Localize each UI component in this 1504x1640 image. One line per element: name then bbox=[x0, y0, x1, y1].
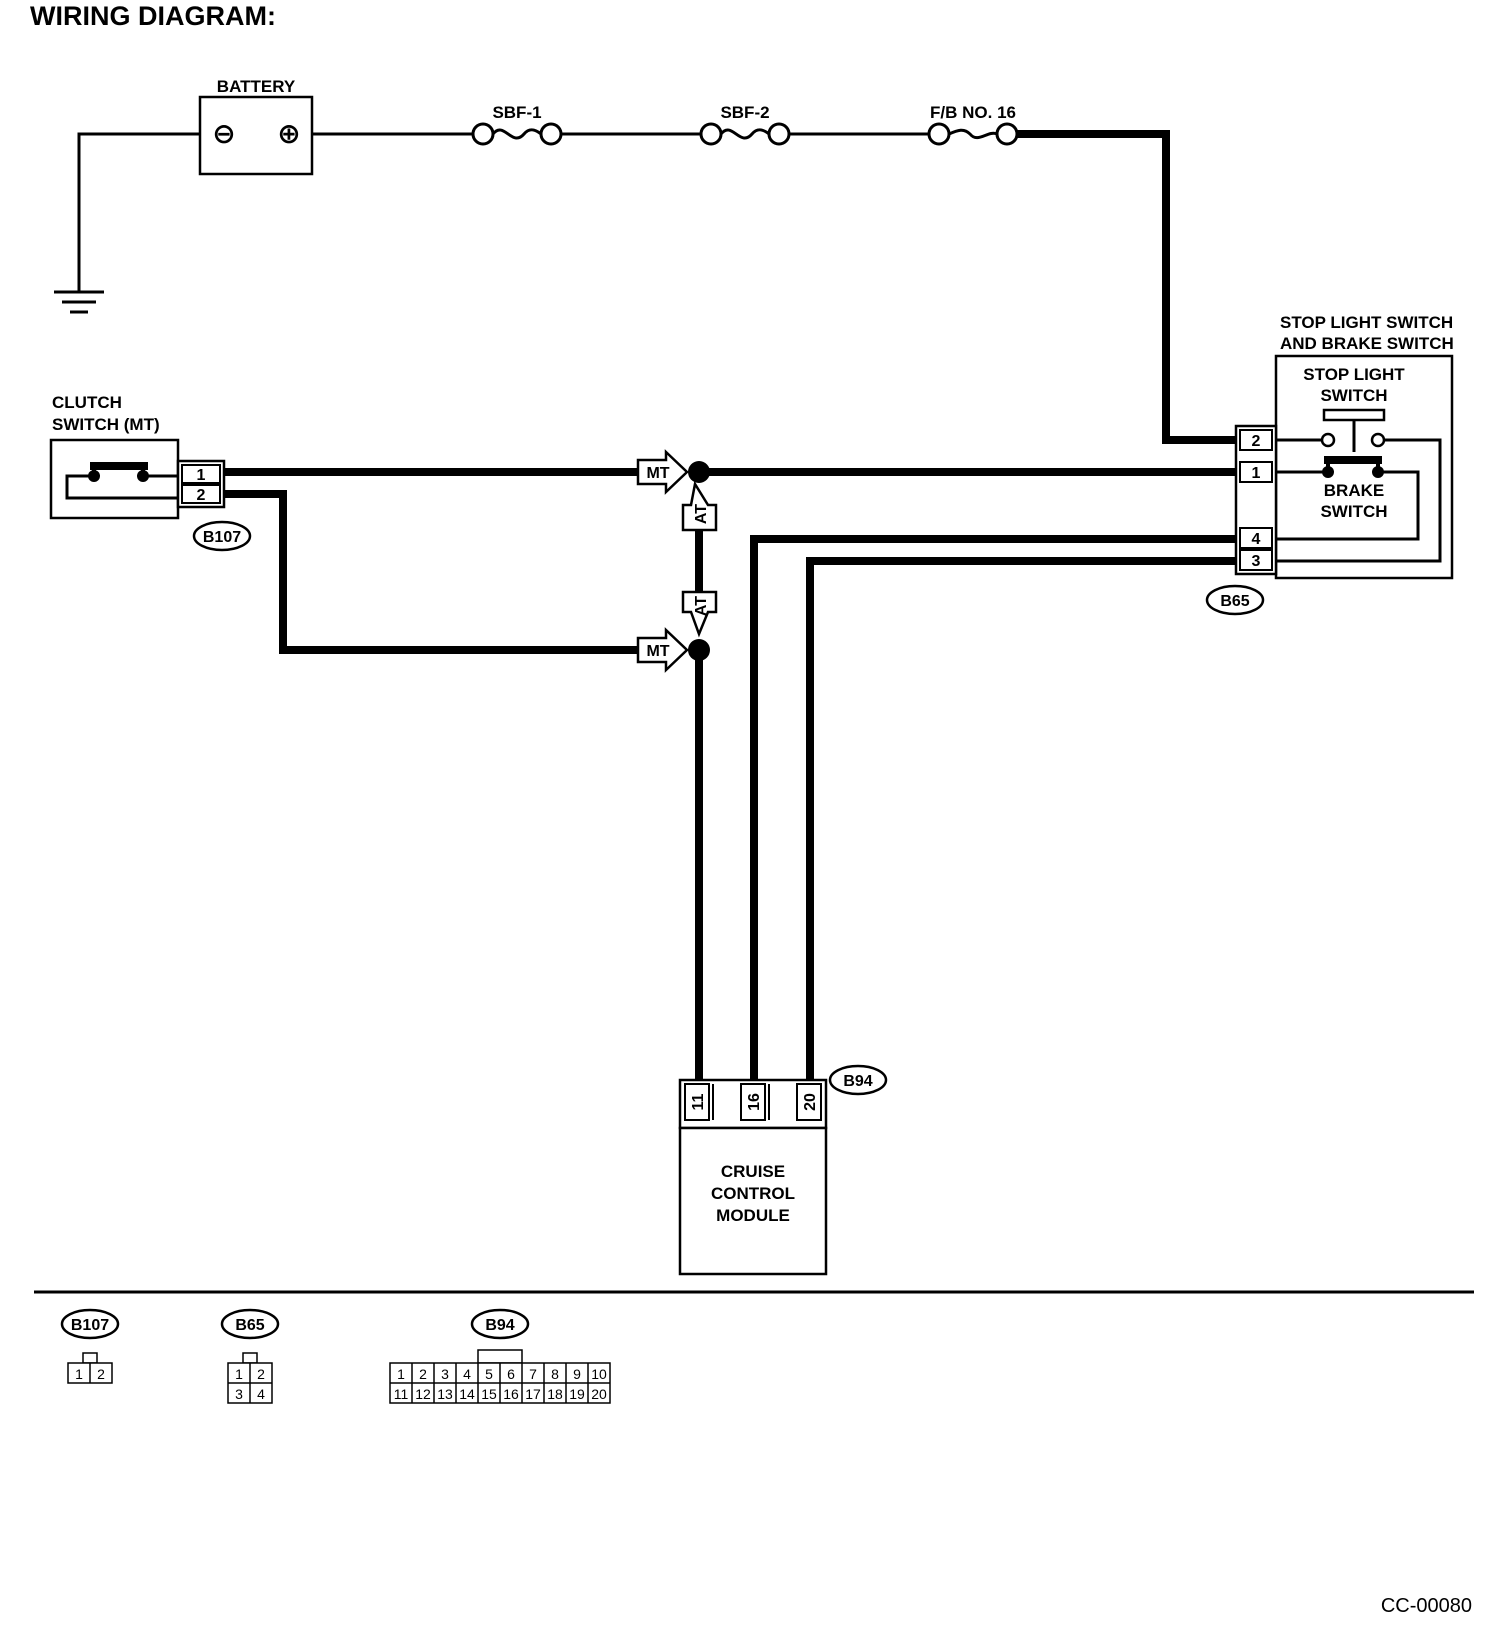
page-title: WIRING DIAGRAM: bbox=[30, 1, 276, 31]
legend-b94-pin: 13 bbox=[437, 1386, 453, 1402]
brake-switch-label-line1: BRAKE bbox=[1324, 481, 1384, 500]
mt-label-lower: MT bbox=[646, 643, 669, 660]
module-label-line2: CONTROL bbox=[711, 1184, 795, 1203]
legend-b94-pin: 16 bbox=[503, 1386, 519, 1402]
legend-b94-pin: 11 bbox=[394, 1386, 409, 1402]
fuse-sbf1: SBF-1 bbox=[471, 103, 563, 146]
legend-b94-pin: 3 bbox=[441, 1366, 449, 1382]
fuse-fb16: F/B NO. 16 bbox=[927, 103, 1019, 146]
b65-pin2: 2 bbox=[1252, 433, 1261, 450]
legend-b65-pin2: 2 bbox=[257, 1366, 265, 1382]
b107-connector-label: B107 bbox=[203, 529, 241, 546]
mt-label-upper: MT bbox=[646, 465, 669, 482]
legend-b94-pin: 15 bbox=[481, 1386, 497, 1402]
legend-b107-pin1: 1 bbox=[75, 1366, 83, 1382]
wire-b107-pin2-mt bbox=[224, 490, 640, 654]
variant-at-lower: AT bbox=[681, 590, 718, 638]
wire-fuse-to-b65-pin2 bbox=[1017, 130, 1240, 444]
legend-b65: B65 1 2 3 4 bbox=[220, 1308, 280, 1404]
battery-minus-icon: ⊖ bbox=[212, 118, 235, 149]
battery-plus-icon: ⊕ bbox=[277, 118, 300, 149]
harness-wires bbox=[224, 130, 1240, 1086]
stop-brake-title-line1: STOP LIGHT SWITCH bbox=[1280, 313, 1453, 332]
variant-mt-lower: MT bbox=[636, 627, 689, 673]
ground-symbol-icon bbox=[54, 290, 104, 314]
legend-b94-pin: 19 bbox=[569, 1386, 585, 1402]
clutch-label-line2: SWITCH (MT) bbox=[52, 415, 160, 434]
legend-b94-pin: 8 bbox=[551, 1366, 559, 1382]
junction-lower bbox=[688, 639, 710, 661]
variant-at-upper: AT bbox=[681, 480, 718, 532]
figure-id: CC-00080 bbox=[1381, 1595, 1472, 1617]
at-label-upper: AT bbox=[693, 504, 710, 524]
legend-b94-pin: 5 bbox=[485, 1366, 493, 1382]
legend-b94-pin: 4 bbox=[463, 1366, 471, 1382]
b65-pin4: 4 bbox=[1252, 531, 1261, 548]
cruise-control-module: 11 16 20 CRUISE CONTROL MODULE B94 bbox=[678, 1064, 888, 1276]
b94-pin16: 16 bbox=[746, 1093, 763, 1111]
b107-pin2: 2 bbox=[197, 487, 206, 504]
legend-b94-pin: 7 bbox=[529, 1366, 537, 1382]
legend-b94-pin: 6 bbox=[507, 1366, 515, 1382]
legend-b94-pin: 14 bbox=[459, 1386, 475, 1402]
b65-connector-label: B65 bbox=[1220, 593, 1249, 610]
b65-pin1: 1 bbox=[1252, 465, 1261, 482]
fuse-sbf2-label: SBF-2 bbox=[720, 103, 769, 122]
legend-b94-pin: 10 bbox=[591, 1366, 607, 1382]
b107-pin1: 1 bbox=[197, 467, 206, 484]
module-label-line1: CRUISE bbox=[721, 1162, 785, 1181]
legend-b94-pin: 12 bbox=[415, 1386, 431, 1402]
b94-pin11: 11 bbox=[690, 1093, 707, 1110]
stop-brake-title-line2: AND BRAKE SWITCH bbox=[1280, 334, 1454, 353]
fuse-sbf1-label: SBF-1 bbox=[492, 103, 541, 122]
at-label-lower: AT bbox=[693, 596, 710, 616]
junction-upper bbox=[688, 461, 710, 483]
b94-connector-label: B94 bbox=[843, 1073, 872, 1090]
fuse-sbf2: SBF-2 bbox=[699, 103, 791, 146]
legend-b107-pin2: 2 bbox=[97, 1366, 105, 1382]
legend-b94-pin: 18 bbox=[547, 1386, 563, 1402]
legend-b65-pin1: 1 bbox=[235, 1366, 243, 1382]
stop-brake-switch: STOP LIGHT SWITCH AND BRAKE SWITCH 2 1 4… bbox=[1205, 313, 1454, 616]
battery-box bbox=[198, 95, 314, 176]
wire-b65-pin4-to-b94-pin16 bbox=[750, 535, 1240, 1086]
clutch-switch: CLUTCH SWITCH (MT) 1 2 B107 bbox=[49, 393, 252, 552]
stop-switch-label-line1: STOP LIGHT bbox=[1303, 365, 1405, 384]
legend-b94-pin: 2 bbox=[419, 1366, 427, 1382]
power-feed: BATTERY ⊖ ⊕ SBF-1 SBF-2 F/B NO. 16 bbox=[54, 77, 1019, 314]
battery-label: BATTERY bbox=[217, 77, 296, 96]
stop-switch-label-line2: SWITCH bbox=[1320, 386, 1387, 405]
b94-pin20: 20 bbox=[802, 1093, 819, 1111]
legend-b65-name: B65 bbox=[235, 1317, 264, 1334]
legend-b94-pin: 1 bbox=[397, 1366, 405, 1382]
clutch-label-line1: CLUTCH bbox=[52, 393, 122, 412]
legend-b94-name: B94 bbox=[485, 1317, 514, 1334]
fuse-fb16-label: F/B NO. 16 bbox=[930, 103, 1016, 122]
legend-b94-pin: 17 bbox=[525, 1386, 541, 1402]
module-label-line3: MODULE bbox=[716, 1206, 790, 1225]
variant-mt-upper: MT bbox=[636, 449, 689, 495]
legend-b107-name: B107 bbox=[71, 1317, 109, 1334]
ground-wire bbox=[77, 132, 212, 292]
b65-pin3: 3 bbox=[1252, 553, 1261, 570]
legend-b65-pin3: 3 bbox=[235, 1386, 243, 1402]
legend-b65-pin4: 4 bbox=[257, 1386, 265, 1402]
legend-b94-pin: 9 bbox=[573, 1366, 581, 1382]
wire-b65-pin3-to-b94-pin20 bbox=[806, 557, 1240, 1086]
legend-b94-pin: 20 bbox=[591, 1386, 607, 1402]
brake-switch-label-line2: SWITCH bbox=[1320, 502, 1387, 521]
legend-b107: B107 1 2 bbox=[60, 1308, 120, 1384]
